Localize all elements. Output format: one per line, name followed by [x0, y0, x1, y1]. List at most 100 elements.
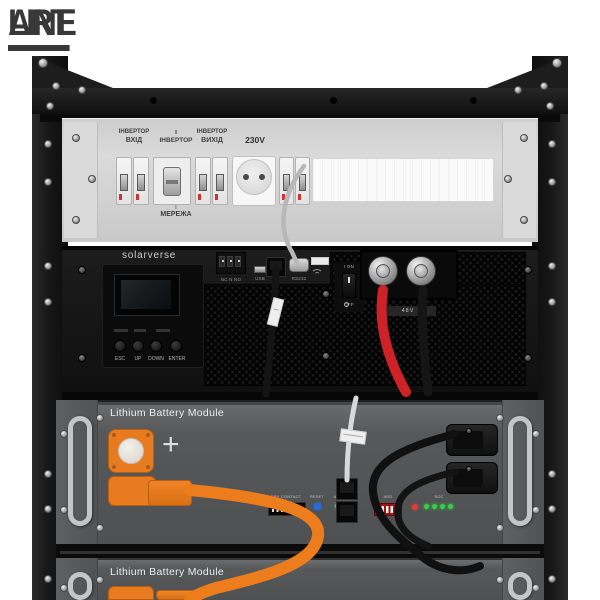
battery2-plug: [156, 590, 196, 600]
battery-bolt: [532, 430, 540, 438]
lcd-screen: [121, 280, 171, 309]
terminal-pin: [235, 256, 241, 267]
dip-switch-levers: [377, 506, 399, 513]
inverter-output-label-line1: ІНВЕРТОР: [196, 129, 228, 135]
indicator-label: [134, 329, 146, 332]
inverter-input-label-line1: ІНВЕРТОР: [118, 129, 150, 135]
mains-label: МЕРЕЖА: [160, 211, 192, 218]
rj45-port-battery-bottom: [336, 501, 358, 523]
battery-voltage-label: 48V: [380, 306, 436, 316]
battery-handle-left: [68, 416, 92, 526]
battery-bolt: [96, 576, 104, 584]
rack-gap: [62, 392, 538, 402]
panel-screw: [88, 175, 96, 183]
soc-led: [432, 504, 437, 509]
panel-screw: [520, 216, 528, 224]
bolt: [78, 86, 86, 94]
up-button: [132, 340, 144, 352]
inverter-screw: [78, 354, 86, 362]
usb-label: USB: [255, 276, 265, 281]
post-screw: [548, 575, 556, 583]
power-connector-1: [446, 424, 498, 456]
down-button: [150, 340, 162, 352]
battery-handle-right: [508, 416, 532, 526]
panel-screw: [72, 216, 80, 224]
panel-screw: [504, 175, 512, 183]
down-button-label: DOWN: [148, 356, 164, 362]
switch-label: ІНВЕРТОР: [159, 137, 193, 144]
circuit-breaker-output-pole1: [195, 157, 211, 205]
inverter-screw: [524, 266, 532, 274]
battery-bolt: [532, 506, 540, 514]
post-screw: [548, 470, 556, 478]
rs232-label: RS232: [291, 276, 307, 281]
post-screw: [548, 178, 556, 186]
esc-button-label: ESC: [114, 356, 126, 362]
changeover-switch-knob: [163, 167, 181, 196]
alarm-led: [412, 504, 418, 510]
battery2-title: Lithium Battery Module: [110, 566, 224, 578]
post-screw: [548, 298, 556, 306]
battery-bolt: [60, 430, 68, 438]
circuit-breaker-output-pole2: [212, 157, 228, 205]
bolt: [46, 102, 54, 110]
battery-bolt: [60, 506, 68, 514]
wifi-icon: [311, 269, 323, 281]
post-screw: [44, 575, 52, 583]
power-icon: [344, 302, 350, 307]
post-screw: [44, 298, 52, 306]
post-screw: [548, 505, 556, 513]
soc-led: [424, 504, 429, 509]
bolt: [552, 58, 562, 68]
battery-bolt: [496, 414, 504, 422]
terminal-pin: [227, 256, 233, 267]
beam-hole: [330, 97, 337, 104]
battery2-handle-right: [508, 572, 532, 600]
dry-contact-pins: [272, 509, 302, 512]
usb-port: [254, 266, 266, 273]
circuit-breaker-right-pole2: [295, 157, 310, 205]
bolt: [52, 82, 60, 90]
bolt: [540, 82, 548, 90]
schuko-socket-ring: [236, 159, 272, 195]
circuit-breaker-input-pole1: [116, 157, 132, 205]
socket-voltage-label: 230V: [245, 135, 265, 145]
bolt: [514, 86, 522, 94]
soc-led: [440, 504, 445, 509]
soc-led: [448, 504, 453, 509]
logo-part-art: ART: [8, 2, 71, 51]
plus-sign: +: [162, 428, 180, 461]
post-screw: [44, 505, 52, 513]
terminal-screw: [146, 465, 150, 469]
power-off-label: OFF: [332, 302, 366, 307]
inverter-input-label-line2: ВХІД: [125, 137, 143, 144]
circuit-breaker-input-pole2: [133, 157, 149, 205]
battery2-handle-left: [68, 572, 92, 600]
enter-button-label: ENTER: [168, 356, 186, 362]
inverter-sticker: [311, 257, 329, 265]
inverter-screw: [78, 266, 86, 274]
battery-top-shadow: [56, 400, 544, 405]
inverter-output-label-line2: ВИХІД: [201, 137, 223, 144]
battery-bolt: [60, 584, 68, 592]
panel-screw: [520, 134, 528, 142]
dip-label: ADD: [383, 494, 393, 499]
soc-label: SOC: [434, 494, 444, 499]
terminal-screw: [146, 433, 150, 437]
rj45-port-inverter: [266, 257, 286, 277]
connector-screw: [466, 428, 472, 434]
reset-button: [314, 503, 321, 510]
changeover-switch: [153, 157, 191, 205]
beam-hole: [470, 97, 477, 104]
battery2-terminal: [108, 586, 154, 600]
circuit-breaker-right-pole1: [279, 157, 294, 205]
rj45-port-battery-top: [336, 478, 358, 500]
rack-rail: [60, 551, 540, 554]
inverter-screw: [322, 352, 330, 360]
battery1-title: Lithium Battery Module: [110, 407, 224, 419]
connector-screw: [466, 466, 472, 472]
indicator-label: [156, 329, 170, 332]
panel-screw: [72, 134, 80, 142]
post-screw: [548, 140, 556, 148]
